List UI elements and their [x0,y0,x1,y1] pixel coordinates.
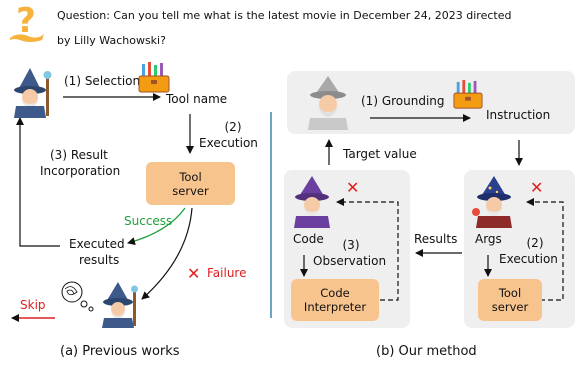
starry-wizard-icon [470,176,516,228]
code-interpreter-line-1: Code [320,286,350,300]
tool-server-right-line-1: Tool [498,286,522,300]
execution-number-right: (2) [526,236,544,250]
question-mark-icon: ? [6,1,46,42]
execution-label-right: Execution [499,252,558,266]
failure-cross-icon: ✕ [187,264,201,283]
executed-results-label-2: results [79,253,120,267]
observation-number: (3) [342,238,360,252]
selection-label: (1) Selection [64,74,141,88]
purple-wizard-icon [290,176,334,228]
instruction-label: Instruction [486,108,551,122]
caption-ours: (b) Our method [376,344,477,359]
wizard-icon [6,66,58,118]
results-label: Results [414,232,458,246]
code-failure-cross-icon: ✕ [346,178,360,197]
success-label: Success [124,214,173,228]
caption-previous: (a) Previous works [60,344,180,359]
execution-label: Execution [199,136,258,150]
grounding-label: (1) Grounding [361,94,445,108]
question-line-2: by Lilly Wachowski? [57,34,166,47]
tool-server-right-line-2: server [491,300,529,314]
white-wizard-icon [304,74,352,130]
tool-server-line-2: server [172,183,209,198]
args-failure-cross-icon: ✕ [530,178,544,197]
executed-results-label-1: Executed [69,237,125,251]
code-label: Code [293,232,324,246]
args-label: Args [475,232,502,246]
toolbox-icon-right [452,80,484,110]
tool-server-line-1: Tool [179,169,202,184]
result-incorporation-label-1: (3) Result [50,148,108,162]
question-line-1: Question: Can you tell me what is the la… [57,9,512,22]
code-interpreter-line-2: Interpreter [303,300,367,314]
observation-label: Observation [313,254,387,268]
confused-wizard-icon [96,282,142,328]
toolbox-icon [137,62,171,94]
result-incorporation-label-2: Incorporation [40,164,121,178]
tool-name-label: Tool name [166,92,228,106]
svg-text:?: ? [16,2,36,41]
thought-bubble-icon [58,280,102,314]
execution-number: (2) [224,120,242,134]
skip-label: Skip [20,298,46,312]
failure-label: Failure [207,266,247,280]
target-value-label: Target value [343,147,417,161]
